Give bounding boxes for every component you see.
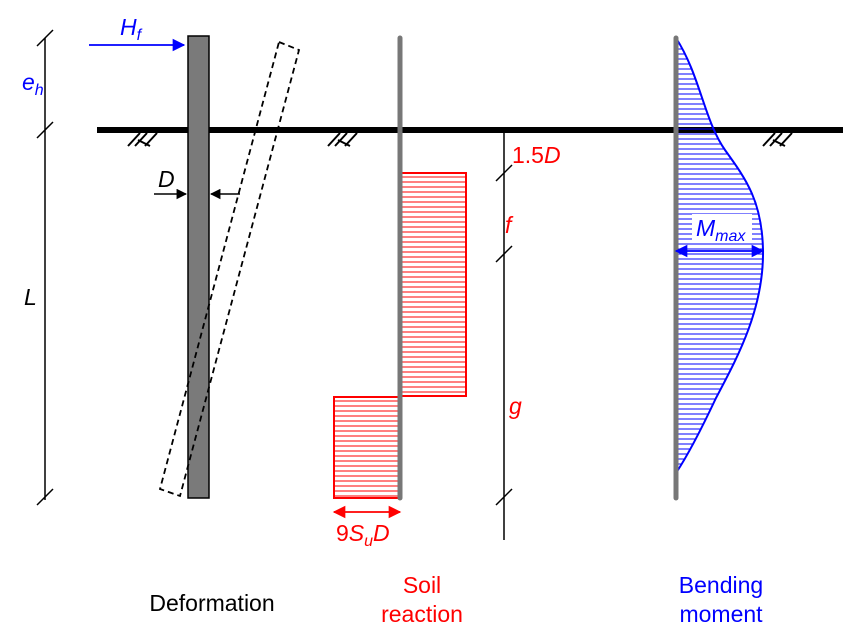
soil-hatch-symbol (127, 132, 158, 147)
caption-soil-reaction-line1: Soil (403, 572, 441, 598)
eh-label: eh (22, 69, 44, 99)
hf-label: Hf (120, 14, 143, 44)
bending-moment-curve (675, 37, 765, 474)
pile-diameter-label: D (158, 166, 175, 192)
pile-original-position (187, 35, 210, 499)
one-point-five-d-label: 1.5D (512, 142, 561, 168)
caption-soil-reaction-line2: reaction (381, 601, 463, 627)
g-length-label: g (509, 393, 522, 419)
depth-dimension-line (495, 128, 513, 540)
vertical-dimension-line (36, 29, 54, 506)
f-length-label: f (505, 212, 514, 238)
nine-su-d-label: 9SuD (336, 520, 390, 550)
caption-bending-moment-line2: moment (679, 601, 763, 627)
caption-deformation: Deformation (149, 590, 274, 616)
caption-bending-moment-line1: Bending (679, 572, 763, 598)
max-moment-label-bg (692, 214, 752, 242)
soil-reaction-lower-block (333, 396, 401, 499)
pile-deflected-position (158, 40, 301, 498)
soil-hatch-symbol (327, 132, 358, 147)
soil-reaction-upper-block (400, 172, 467, 397)
pile-length-label: L (24, 284, 37, 310)
m-max-label: Mmax (696, 215, 746, 245)
soil-hatch-symbol (762, 132, 793, 147)
